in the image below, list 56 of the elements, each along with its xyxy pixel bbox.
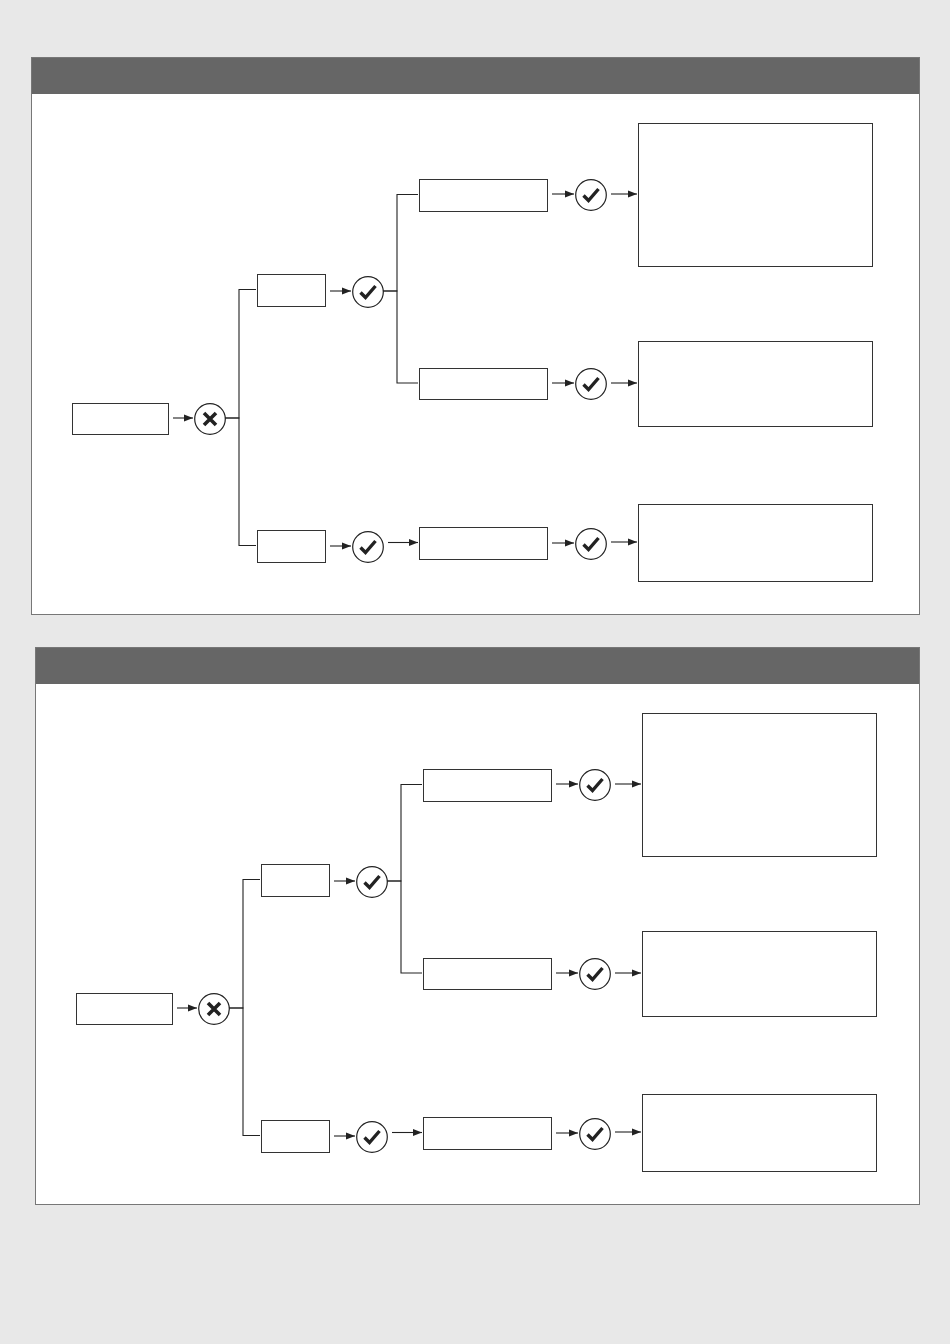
- empty-box: [423, 1117, 552, 1150]
- check-circle: [352, 276, 384, 308]
- empty-box: [419, 368, 548, 400]
- check-circle: [579, 958, 611, 990]
- arrow: [551, 190, 575, 198]
- empty-box: [419, 179, 548, 212]
- arrow: [614, 780, 642, 788]
- arrow: [610, 190, 638, 198]
- check-circle: [579, 769, 611, 801]
- cross-circle: [198, 993, 230, 1025]
- check-circle: [575, 528, 607, 560]
- connector-line: [228, 1007, 261, 1137]
- arrow: [555, 969, 579, 977]
- empty-box: [638, 341, 873, 427]
- empty-box: [257, 530, 326, 563]
- arrow: [176, 1004, 198, 1012]
- panel: [31, 57, 920, 615]
- arrow: [551, 539, 575, 547]
- arrow: [551, 379, 575, 387]
- connector-line: [382, 290, 419, 384]
- arrow: [610, 538, 638, 546]
- check-circle: [575, 179, 607, 211]
- empty-box: [76, 993, 173, 1025]
- check-circle: [352, 531, 384, 563]
- empty-box: [72, 403, 169, 435]
- empty-box: [423, 958, 552, 990]
- arrow: [172, 414, 194, 422]
- arrow: [391, 1128, 423, 1137]
- arrow: [387, 538, 419, 547]
- connector-line: [224, 417, 257, 547]
- empty-box: [642, 713, 877, 857]
- empty-box: [423, 769, 552, 802]
- arrow: [333, 877, 356, 885]
- empty-box: [257, 274, 326, 307]
- connector-line: [386, 880, 423, 974]
- check-circle: [575, 368, 607, 400]
- arrow: [555, 1129, 579, 1137]
- arrow: [329, 287, 352, 295]
- check-circle: [356, 866, 388, 898]
- arrow: [614, 969, 642, 977]
- arrow: [555, 780, 579, 788]
- empty-box: [642, 931, 877, 1017]
- empty-box: [419, 527, 548, 560]
- empty-box: [642, 1094, 877, 1172]
- empty-box: [261, 1120, 330, 1153]
- empty-box: [638, 504, 873, 582]
- panel: [35, 647, 920, 1205]
- arrow: [329, 542, 352, 550]
- cross-circle: [194, 403, 226, 435]
- arrow: [614, 1128, 642, 1136]
- empty-box: [638, 123, 873, 267]
- check-circle: [356, 1121, 388, 1153]
- arrow: [610, 379, 638, 387]
- arrow: [333, 1132, 356, 1140]
- empty-box: [261, 864, 330, 897]
- check-circle: [579, 1118, 611, 1150]
